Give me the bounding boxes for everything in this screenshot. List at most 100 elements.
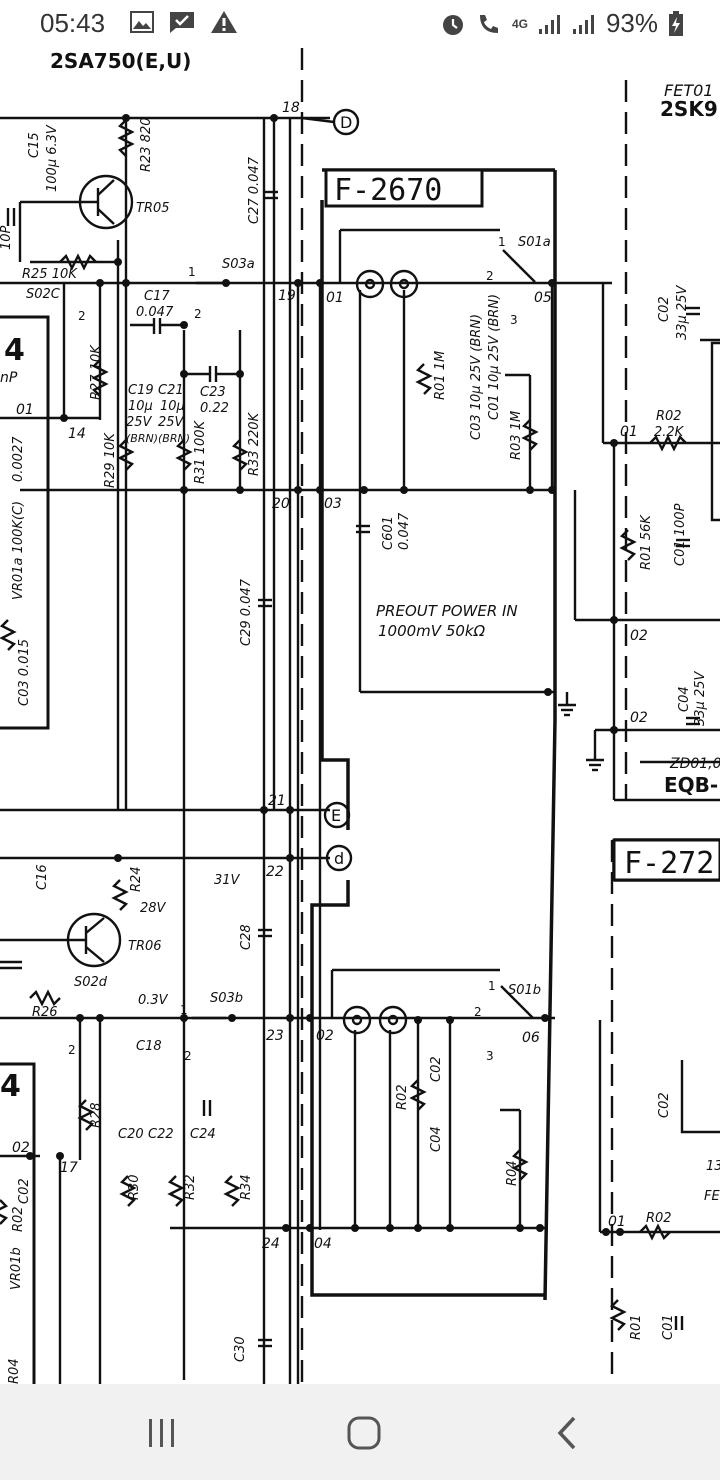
label-r23: R23 820 xyxy=(139,117,154,172)
module-label-4-upper: 4 xyxy=(4,333,25,368)
label-s01b: S01b xyxy=(508,983,541,998)
status-icons-left xyxy=(130,10,238,34)
network-label: 4G xyxy=(511,16,528,31)
label-r04-left: R04 xyxy=(7,1358,22,1384)
label-r28: R28 xyxy=(89,1102,104,1128)
label-vr01b: VR01b xyxy=(9,1247,24,1290)
part-label-top-left: 2SA750(E,U) xyxy=(50,49,191,73)
connector-e: E xyxy=(331,806,341,825)
label-r24: R24 xyxy=(129,866,144,892)
node-02-right: 02 xyxy=(630,628,648,644)
label-r31: R31 100K xyxy=(193,419,208,484)
label-r30: R30 xyxy=(127,1174,142,1200)
label-c18: C18 xyxy=(136,1039,162,1054)
label-c04: C04 xyxy=(677,686,692,712)
node-24: 24 xyxy=(262,1236,280,1252)
label-c04-lower: C04 xyxy=(429,1126,444,1152)
label-r01-56k: R01 56K xyxy=(639,514,654,570)
node-14: 14 xyxy=(68,426,86,442)
node-06: 06 xyxy=(522,1030,540,1046)
label-r32: R32 xyxy=(183,1174,198,1200)
back-button[interactable] xyxy=(536,1408,596,1458)
label-10p: 10P xyxy=(0,225,14,250)
zd-label: ZD01,02 xyxy=(669,756,720,772)
navigation-bar xyxy=(0,1384,720,1480)
block-label-f272: F-272 xyxy=(624,846,714,881)
label-c01: C01 10μ 25V (BRN) xyxy=(487,294,502,420)
svg-text:1: 1 xyxy=(488,979,496,993)
label-c15-value: 100μ 6.3V xyxy=(45,124,60,192)
label-c0027: 0.0027 xyxy=(11,436,26,482)
label-s02c: S02C xyxy=(26,287,61,302)
node-18: 18 xyxy=(282,100,300,116)
node-02-left: 02 xyxy=(12,1140,30,1156)
label-c16: C16 xyxy=(35,864,50,890)
label-c01-100p: C01 100P xyxy=(673,503,688,566)
label-tr06: TR06 xyxy=(128,939,162,954)
battery-percent: 93% xyxy=(605,8,658,38)
label-r34: R34 xyxy=(239,1174,254,1200)
svg-text:2: 2 xyxy=(184,1049,192,1063)
label-c22: C22 xyxy=(148,1127,174,1142)
label-c601: C601 xyxy=(381,516,396,550)
status-time: 05:43 xyxy=(40,8,106,38)
svg-text:2: 2 xyxy=(194,307,202,321)
label-c21: C21 xyxy=(158,383,184,398)
label-c02-left: C02 xyxy=(17,1178,32,1204)
image-icon xyxy=(130,11,154,33)
back-icon xyxy=(557,1416,576,1450)
svg-text:1: 1 xyxy=(188,265,196,279)
wifi-call-icon xyxy=(479,14,498,33)
node-04: 04 xyxy=(314,1236,332,1252)
node-17: 17 xyxy=(60,1160,78,1176)
recent-apps-button[interactable] xyxy=(132,1408,192,1458)
label-c15: C15 xyxy=(27,132,42,158)
label-c02: C02 xyxy=(657,296,672,322)
label-c19-voltage: 25V xyxy=(126,415,153,430)
node-05: 05 xyxy=(534,290,552,306)
label-vr01a: VR01a 100K(C) xyxy=(11,501,26,600)
label-r26: R26 xyxy=(32,1005,58,1020)
label-c28: C28 xyxy=(239,924,254,950)
node-22: 22 xyxy=(266,864,284,880)
label-c04-value: 33μ 25V xyxy=(693,671,708,726)
label-c21-voltage: 25V xyxy=(158,415,185,430)
label-c03: C03 0.015 xyxy=(17,639,32,706)
home-icon xyxy=(347,1416,381,1450)
label-r01: R01 1M xyxy=(433,351,448,400)
label-c24: C24 xyxy=(190,1127,216,1142)
module-label-4-lower: 4 xyxy=(0,1069,21,1104)
label-c20: C20 xyxy=(118,1127,144,1142)
svg-text:1: 1 xyxy=(180,1003,188,1017)
label-r29: R29 10K xyxy=(103,432,118,488)
label-brn-pair: (BRN)(BRN) xyxy=(126,432,190,445)
svg-text:2: 2 xyxy=(78,309,86,323)
preout-line-2: 1000mV 50kΩ xyxy=(378,622,486,640)
node-21: 21 xyxy=(268,793,286,809)
schematic-viewer[interactable]: 2SA750(E,U) FET01 2SK9 F-2670 F-272 EQB-… xyxy=(0,48,720,1384)
label-28v: 28V xyxy=(140,901,167,916)
node-01-right-bottom: 01 xyxy=(608,1214,626,1230)
fet-label: FET01 xyxy=(664,81,713,100)
label-c17: C17 xyxy=(144,289,170,304)
connector-d-upper: D xyxy=(340,113,352,132)
status-bar: 05:43 4G 93% xyxy=(0,0,720,48)
label-r02: R02 xyxy=(656,409,682,424)
label-r25: R25 10K xyxy=(22,267,78,282)
node-03: 03 xyxy=(324,496,342,512)
label-r33: R33 220K xyxy=(247,411,262,476)
label-c21-value: 10μ xyxy=(160,399,185,414)
label-r04: R04 xyxy=(505,1160,520,1186)
label-c02-lower: C02 xyxy=(429,1056,444,1082)
node-02-right-lower: 02 xyxy=(630,710,648,726)
label-s03a: S03a xyxy=(222,257,255,272)
label-c29: C29 0.047 xyxy=(239,578,254,646)
node-23: 23 xyxy=(266,1028,284,1044)
label-np: nP xyxy=(0,370,18,386)
label-r03: R03 1M xyxy=(509,411,524,460)
home-button[interactable] xyxy=(334,1408,394,1458)
label-c19: C19 xyxy=(128,383,154,398)
label-r02-lower: R02 xyxy=(395,1084,410,1110)
label-tr05: TR05 xyxy=(136,201,170,216)
label-c23-value: 0.22 xyxy=(200,401,229,416)
